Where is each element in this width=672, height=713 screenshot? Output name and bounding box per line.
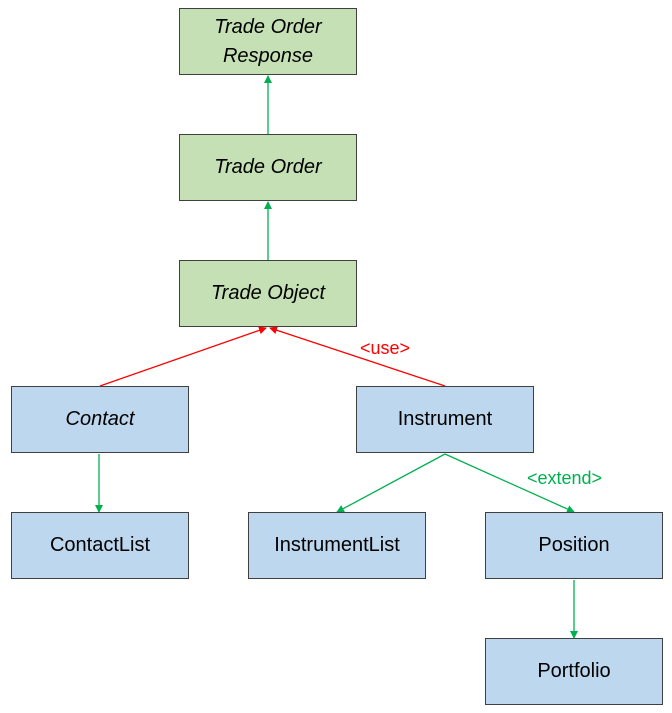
node-portfolio: Portfolio bbox=[485, 638, 663, 705]
edge-instrument-to-position bbox=[444, 453, 575, 513]
node-contact-list: ContactList bbox=[11, 512, 189, 579]
node-trade-object-label: Trade Object bbox=[210, 282, 326, 304]
edge-instrument-to-instrumentlist bbox=[336, 453, 446, 513]
edge-contact-to-trade-object bbox=[99, 326, 267, 387]
node-trade-order-response-line2: Response bbox=[222, 44, 314, 67]
node-instrument-list: InstrumentList bbox=[248, 512, 426, 579]
node-instrument-list-label: InstrumentList bbox=[274, 534, 400, 556]
node-position: Position bbox=[485, 512, 663, 579]
node-contact: Contact bbox=[11, 386, 189, 453]
node-trade-order: Trade Order bbox=[179, 134, 357, 201]
node-trade-object: Trade Object bbox=[179, 260, 357, 327]
node-instrument-label: Instrument bbox=[397, 408, 493, 430]
use-relation-label: <use> bbox=[360, 338, 411, 358]
node-contact-label: Contact bbox=[65, 408, 135, 430]
node-instrument: Instrument bbox=[356, 386, 534, 453]
extend-relation-label: <extend> bbox=[527, 468, 603, 488]
edge-instrument-to-trade-object bbox=[269, 326, 446, 387]
node-contact-list-label: ContactList bbox=[49, 534, 151, 556]
node-trade-order-label: Trade Order bbox=[214, 156, 322, 178]
node-portfolio-label: Portfolio bbox=[537, 660, 611, 682]
node-position-label: Position bbox=[538, 534, 610, 556]
node-trade-order-response-line1: Trade Order bbox=[214, 15, 322, 38]
node-trade-order-response: Trade Order Response bbox=[179, 8, 357, 75]
